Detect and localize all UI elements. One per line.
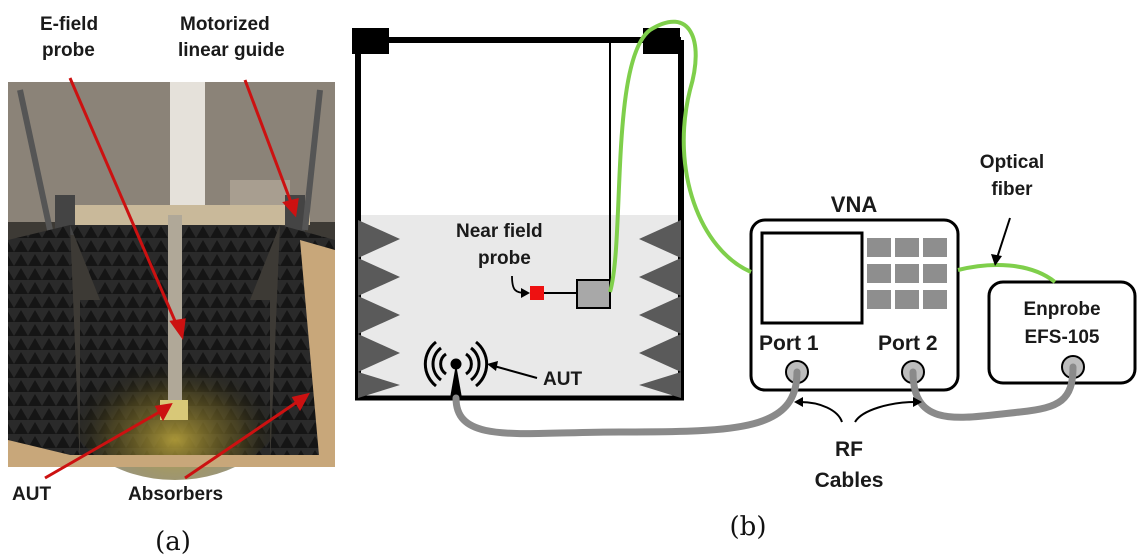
efield-probe-label-line1: E-field bbox=[40, 14, 98, 35]
enprobe-label-line2: EFS-105 bbox=[1025, 327, 1100, 348]
aut-photo-label: AUT bbox=[12, 484, 51, 505]
arrow-aut bbox=[44, 408, 164, 480]
arrow-efield-probe bbox=[68, 77, 180, 329]
panel-b: Near field probe AUT bbox=[352, 19, 1137, 542]
efield-probe-label-line2: probe bbox=[42, 40, 95, 61]
optical-fiber-label-line2: fiber bbox=[991, 179, 1033, 200]
optical-fiber-probe-to-vna bbox=[608, 19, 752, 293]
enprobe-unit bbox=[987, 280, 1137, 385]
absorbers-right bbox=[639, 220, 681, 398]
optical-fiber-vna-to-enprobe bbox=[957, 263, 1057, 284]
rf-cables-label-line1: RF bbox=[835, 438, 863, 461]
caption-a: (a) bbox=[155, 527, 191, 557]
absorber-spike bbox=[358, 296, 400, 334]
motorized-guide-label-line2: linear guide bbox=[178, 40, 285, 61]
rf-cables-bracket bbox=[799, 401, 917, 423]
rf-cables-label-line2: Cables bbox=[815, 469, 884, 492]
vna-screen bbox=[760, 231, 864, 325]
motorized-guide-label-line1: Motorized bbox=[180, 14, 270, 35]
panel-a: E-field probe Motorized linear guide AUT… bbox=[8, 14, 335, 557]
absorbers-label: Absorbers bbox=[128, 484, 223, 505]
rf-cable-aut-to-port1 bbox=[452, 368, 801, 438]
near-field-label-line2: probe bbox=[478, 248, 531, 269]
absorber-spike bbox=[358, 334, 400, 372]
probe-sensor-red bbox=[530, 286, 544, 300]
absorber-spike bbox=[358, 372, 400, 398]
chamber-absorber-region bbox=[355, 215, 683, 398]
arrow-absorbers bbox=[184, 398, 301, 480]
chamber bbox=[352, 28, 684, 401]
near-field-label-line1: Near field bbox=[456, 221, 543, 242]
enprobe-body bbox=[987, 280, 1137, 385]
absorber-spike bbox=[358, 220, 400, 258]
aut-antenna-icon bbox=[423, 340, 489, 398]
near-field-probe bbox=[511, 275, 611, 309]
absorber-spike bbox=[358, 258, 400, 296]
vna-instrument bbox=[749, 218, 960, 392]
rf-cable-port2-to-enprobe bbox=[909, 363, 1077, 421]
absorbers-left bbox=[358, 220, 400, 398]
photo-arrows bbox=[44, 77, 310, 480]
aut-schematic-label: AUT bbox=[543, 369, 582, 390]
port1-label: Port 1 bbox=[759, 332, 819, 355]
absorber-spike bbox=[639, 296, 681, 334]
port2-label: Port 2 bbox=[878, 332, 938, 355]
probe-converter-box bbox=[576, 279, 611, 309]
aut-pointer-arrow bbox=[493, 365, 538, 379]
corner-block-left bbox=[352, 28, 389, 54]
caption-b: (b) bbox=[730, 512, 767, 542]
absorber-spike bbox=[639, 334, 681, 372]
absorber-spike bbox=[639, 372, 681, 398]
optical-fiber-label-line1: Optical bbox=[980, 152, 1044, 173]
absorber-spike bbox=[639, 258, 681, 296]
photo-chamber bbox=[8, 82, 335, 480]
vna-label: VNA bbox=[831, 192, 878, 217]
vna-keypad bbox=[867, 238, 947, 309]
absorber-spike bbox=[639, 220, 681, 258]
optical-fiber-pointer-arrow bbox=[996, 217, 1011, 259]
enprobe-label-line1: Enprobe bbox=[1023, 299, 1100, 320]
arrow-motorized-guide bbox=[243, 79, 294, 206]
